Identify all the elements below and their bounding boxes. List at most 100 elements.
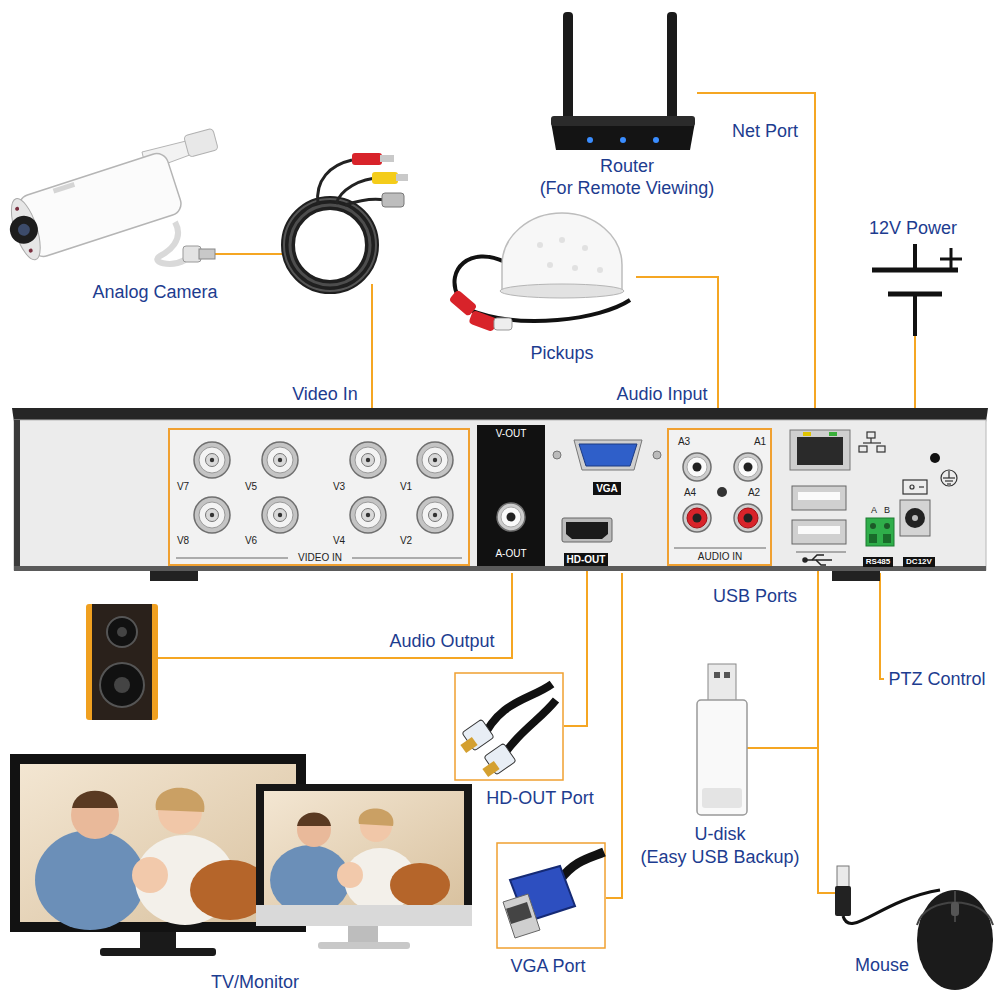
- port-name: HD-OUT: [567, 554, 606, 565]
- tv-monitor-part: [297, 813, 331, 827]
- power-symbol-part: [913, 244, 917, 270]
- audio-pickup-part: [547, 262, 553, 268]
- dvr-panel-part-part: [806, 559, 832, 561]
- port-label: VGA: [593, 482, 621, 495]
- dvr-panel-part: [903, 480, 927, 494]
- dvr-panel-part: [262, 442, 298, 478]
- callout-label: Mouse: [855, 955, 909, 976]
- port-name: V7: [177, 481, 189, 493]
- cable-coil-part: [382, 193, 404, 207]
- leader-lines-part: [636, 277, 718, 427]
- dvr-panel-part-part: [812, 555, 824, 560]
- usb-disk-part: [724, 672, 730, 678]
- dvr-panel-part-part: [803, 558, 807, 562]
- hdmi-cable-part: [460, 737, 477, 753]
- port-name: AUDIO IN: [698, 551, 742, 563]
- dvr-panel-part: [14, 420, 20, 570]
- tv-monitor-part: [132, 857, 168, 893]
- port-name: V5: [245, 481, 257, 493]
- mouse-part: [917, 890, 993, 990]
- dvr-panel-part: [566, 522, 608, 539]
- dvr-panel-part-part: [903, 480, 927, 494]
- callout-label: Audio Input: [616, 384, 707, 405]
- hdmi-cable: [455, 673, 563, 780]
- dvr-panel-part: [553, 451, 561, 459]
- cable-coil-part: [345, 199, 385, 205]
- tv-monitor-part: [297, 813, 331, 847]
- speaker: [86, 604, 158, 720]
- dvr-panel-part: [796, 552, 846, 553]
- leader-lines-part: [697, 93, 815, 429]
- port-name: V-OUT: [496, 428, 527, 440]
- callout-label: Pickups: [530, 343, 593, 364]
- dvr-panel-part: [477, 425, 545, 566]
- port-name: RS485: [866, 557, 890, 566]
- dvr-panel-part: [798, 492, 840, 500]
- audio-pickup-part: [502, 213, 622, 290]
- dvr-panel-part: [734, 453, 762, 481]
- callout-label: Video In: [292, 384, 358, 405]
- vga-cable: [497, 843, 605, 948]
- audio-pickup-part: [559, 237, 565, 243]
- dvr-panel-part: [14, 566, 986, 571]
- cable-coil-part: [352, 153, 382, 165]
- analog-camera-part-part: [28, 248, 33, 253]
- mouse: [835, 866, 993, 990]
- analog-camera-part-part: [16, 222, 31, 237]
- dvr-panel-part: [790, 430, 850, 470]
- audio-pickup-part: [500, 284, 624, 298]
- leader-lines-part: [880, 573, 884, 679]
- dvr-panel-part: [869, 534, 877, 543]
- port-name: V1: [400, 481, 412, 493]
- dvr-panel-part: [717, 487, 727, 497]
- tv-monitor-part: [71, 791, 119, 839]
- dvr-panel-part: [883, 534, 891, 543]
- dvr-panel-part-part: [910, 485, 914, 489]
- dvr-panel-part: [683, 453, 711, 481]
- port-name: A4: [684, 487, 696, 499]
- port-name: A1: [754, 436, 766, 448]
- dvr-panel-part: [912, 515, 918, 521]
- router-part: [551, 116, 695, 126]
- dvr-panel-part: [870, 523, 876, 529]
- callout-label: Router: [600, 156, 654, 177]
- dvr-panel-part: [497, 503, 525, 531]
- dvr-panel-part: [176, 558, 288, 559]
- dvr-panel-part-part: [863, 442, 881, 443]
- router: [551, 12, 695, 150]
- tv-monitor-part: [318, 942, 410, 949]
- router-part: [551, 122, 695, 150]
- tv-monitor-part: [359, 808, 394, 826]
- leader-lines-part: [818, 568, 836, 893]
- speaker-part: [114, 677, 130, 693]
- dvr-panel-part: [150, 571, 198, 581]
- dvr-panel-part-part: [859, 446, 867, 452]
- dvr-panel-part: [352, 558, 462, 559]
- analog-camera-part-part: [16, 150, 184, 259]
- dvr-panel-part: [579, 444, 637, 466]
- dvr-panel-part: [14, 420, 986, 570]
- port-name: A-OUT: [495, 548, 526, 560]
- audio-pickup-part: [455, 256, 505, 296]
- port-name: A3: [678, 436, 690, 448]
- audio-pickup-part: [597, 267, 603, 273]
- dvr-panel-part: [683, 504, 711, 532]
- audio-pickup-part: [494, 318, 512, 330]
- dvr-panel-part: [941, 470, 957, 486]
- port-name: V6: [245, 535, 257, 547]
- callout-label: (For Remote Viewing): [540, 178, 715, 199]
- vga-cable-part: [497, 843, 605, 948]
- callout-label: TV/Monitor: [211, 972, 299, 993]
- dvr-panel-part-part: [867, 432, 875, 438]
- usb-disk: [697, 664, 747, 815]
- dvr-panel-part: [667, 428, 772, 566]
- usb-disk-part: [714, 672, 720, 678]
- dvr-panel-part: [900, 500, 930, 536]
- dvr-panel-part: [803, 432, 811, 436]
- speaker-part: [107, 617, 137, 647]
- dvr-panel-part: [803, 555, 832, 565]
- dvr-panel-part: [194, 442, 230, 478]
- tv-monitor-part: [256, 784, 472, 926]
- callout-label: VGA Port: [510, 956, 585, 977]
